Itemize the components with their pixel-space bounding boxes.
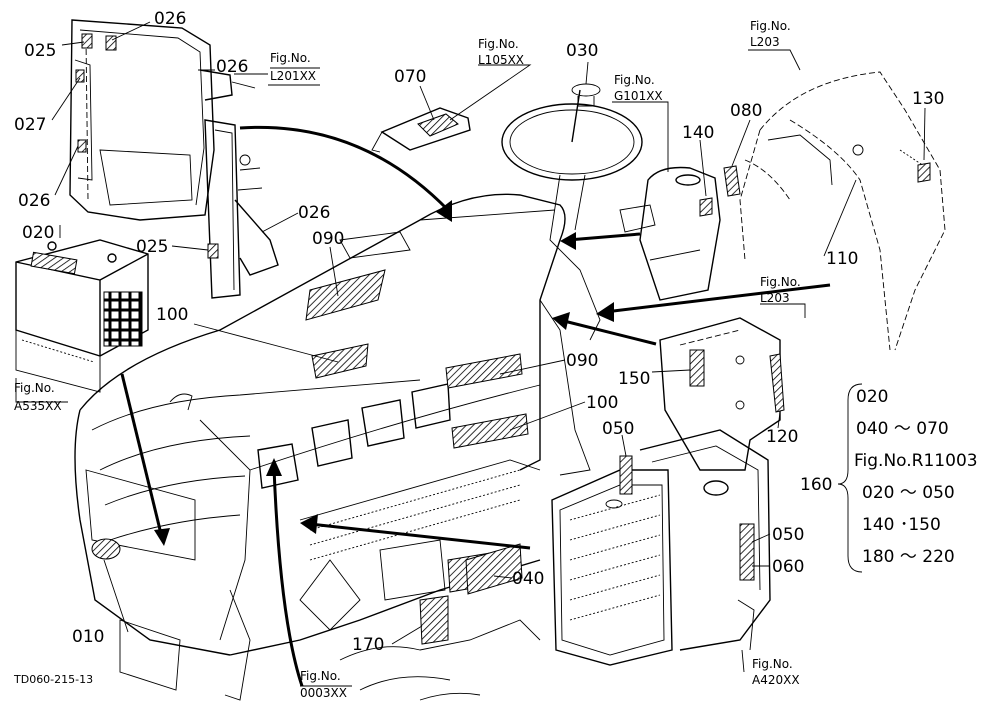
fuel-tank: [619, 166, 721, 301]
part-label-170: 170: [352, 635, 384, 655]
rear-fender-upper: [723, 71, 946, 351]
part-label-027: 027: [14, 115, 46, 135]
part-label-026: 026: [216, 57, 248, 77]
group-160-bracket: [837, 383, 863, 573]
group-160-item: 040 ～ 070: [856, 419, 949, 439]
fig-ref-prefix: Fig.No.: [270, 51, 311, 65]
part-label-030: 030: [566, 41, 598, 61]
radiator-assembly: [551, 429, 771, 666]
leader-lines: [15, 21, 926, 687]
part-label-150: 150: [618, 369, 650, 389]
part-label-090: 090: [566, 351, 598, 371]
part-label-070: 070: [394, 67, 426, 87]
figure-references: Fig.No. L201XX Fig.No. L105XX Fig.No. G1…: [14, 19, 801, 700]
part-label-026: 026: [298, 203, 330, 223]
fig-ref-code: G101XX: [614, 89, 663, 103]
group-160-item: 180 ～ 220: [862, 547, 955, 567]
arrows: [120, 125, 831, 687]
part-label-160: 160: [800, 475, 832, 495]
decal-040: [465, 543, 523, 595]
part-label-110: 110: [826, 249, 858, 269]
group-160-item: 140 ･150: [862, 515, 941, 535]
part-label-050: 050: [772, 525, 804, 545]
group-160-item: 020 ～ 050: [862, 483, 955, 503]
part-label-026: 026: [18, 191, 50, 211]
fig-ref-prefix: Fig.No.: [752, 657, 793, 671]
rear-fender-lower: [659, 317, 785, 471]
panel-070: [371, 107, 471, 153]
fig-ref-code: A420XX: [752, 673, 800, 687]
part-label-080: 080: [730, 101, 762, 121]
part-label-100: 100: [156, 305, 188, 325]
part-label-140: 140: [682, 123, 714, 143]
part-label-020: 020: [22, 223, 54, 243]
fig-ref-prefix: Fig.No.: [14, 381, 55, 395]
part-label-010: 010: [72, 627, 104, 647]
part-label-120: 120: [766, 427, 798, 447]
group-160-item: Fig.No.R11003: [854, 451, 978, 471]
left-side-panel: [69, 19, 256, 221]
fig-ref-prefix: Fig.No.: [300, 669, 341, 683]
front-chassis: [339, 619, 541, 701]
fig-ref-code: L201XX: [270, 69, 316, 83]
drawing-code: TD060-215-13: [13, 673, 93, 686]
part-labels: 025 026 026 027 026 026 025 020 090 100 …: [14, 9, 944, 655]
steering-wheel: [501, 83, 643, 341]
battery: [15, 239, 149, 393]
part-label-130: 130: [912, 89, 944, 109]
fig-ref-prefix: Fig.No.: [750, 19, 791, 33]
lower-bracket: [204, 119, 279, 299]
fig-ref-code: A535XX: [14, 399, 62, 413]
part-label-090: 090: [312, 229, 344, 249]
hood: [74, 193, 566, 656]
fig-ref-code: L203: [760, 291, 790, 305]
fig-ref-code: L203: [750, 35, 780, 49]
part-label-060: 060: [772, 557, 804, 577]
part-label-100: 100: [586, 393, 618, 413]
part-label-025: 025: [24, 41, 56, 61]
part-label-026: 026: [154, 9, 186, 29]
fig-ref-prefix: Fig.No.: [478, 37, 519, 51]
part-label-025: 025: [136, 237, 168, 257]
fig-ref-code: L105XX: [478, 53, 524, 67]
group-160-list: 020 040 ～ 070 Fig.No.R11003 020 ～ 050 14…: [854, 387, 978, 567]
part-label-050: 050: [602, 419, 634, 439]
group-160-item: 020: [856, 387, 888, 407]
part-label-040: 040: [512, 569, 544, 589]
fig-ref-prefix: Fig.No.: [760, 275, 801, 289]
fig-ref-code: 0003XX: [300, 686, 347, 700]
fig-ref-prefix: Fig.No.: [614, 73, 655, 87]
